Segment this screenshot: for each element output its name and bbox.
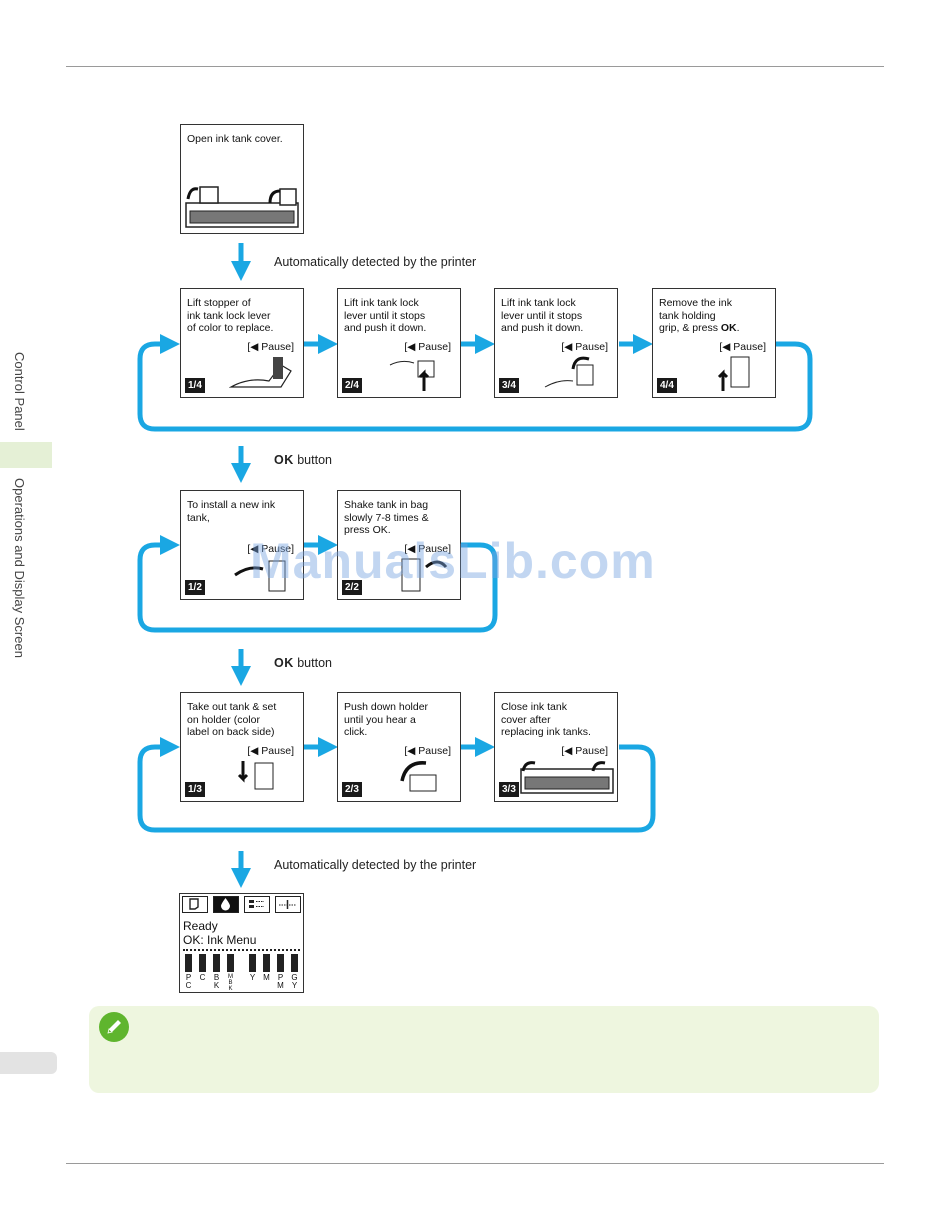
row3-loop <box>137 737 656 833</box>
ready-display-screen: Ready OK: Ink Menu P C C B K M B K Y M P… <box>179 893 304 993</box>
top-rule <box>66 66 884 67</box>
step-badge: 2/2 <box>342 580 362 595</box>
step-badge: 4/4 <box>657 378 677 393</box>
screen-close-cover-3-of-3: Close ink tank cover after replacing ink… <box>494 692 618 802</box>
screen-text: To install a new ink tank, <box>187 499 276 524</box>
ink-gy: G Y <box>290 954 299 990</box>
screen-step-2-of-4: Lift ink tank lock lever until it stops … <box>337 288 461 398</box>
pause-label: [◀ Pause] <box>561 341 608 353</box>
printer-open-cover-illustration <box>185 186 299 228</box>
screen-step-3-of-4: Lift ink tank lock lever until it stops … <box>494 288 618 398</box>
screen-text: Lift stopper of ink tank lock lever of c… <box>187 297 274 334</box>
pause-label: [◀ Pause] <box>247 341 294 353</box>
screen-text: Lift ink tank lock lever until it stops … <box>501 297 584 334</box>
settings-icon <box>275 896 301 913</box>
ok-key: OK <box>274 656 294 670</box>
ink-level-row: P C C B K M B K Y M P M G Y <box>184 954 300 992</box>
step-badge: 2/3 <box>342 782 362 797</box>
printer-close-cover-illustration <box>520 761 614 794</box>
ink-bk: B K <box>212 954 221 990</box>
step-badge: 1/3 <box>185 782 205 797</box>
ink-label: B K <box>213 973 220 990</box>
button-word: button <box>297 453 332 467</box>
ink-drop-icon <box>213 896 239 913</box>
pause-label: [◀ Pause] <box>561 745 608 757</box>
ok-key: OK <box>274 453 294 467</box>
step-badge: 2/4 <box>342 378 362 393</box>
screen-text: Remove the ink tank holding grip, & pres… <box>659 297 740 334</box>
lever-lift-illustration <box>389 360 435 391</box>
row2-loop <box>137 535 498 633</box>
display-divider <box>183 949 300 951</box>
step-badge: 1/2 <box>185 580 205 595</box>
screen-shake-2-of-2: Shake tank in bag slowly 7-8 times & pre… <box>337 490 461 600</box>
screen-text: Take out tank & set on holder (color lab… <box>187 701 277 738</box>
ink-label: C <box>199 973 206 982</box>
watermark: ManualsLib.com <box>250 533 656 589</box>
screen-open-cover: Open ink tank cover. <box>180 124 304 234</box>
screen-install-1-of-2: To install a new ink tank, [◀ Pause] 1/2 <box>180 490 304 600</box>
step-badge: 3/3 <box>499 782 519 797</box>
display-tab-row <box>182 896 301 914</box>
ink-m: M <box>262 954 271 982</box>
hand-lever-illustration <box>229 357 292 388</box>
paper-icon <box>182 896 208 913</box>
auto-detected-label-1: Automatically detected by the printer <box>274 255 477 269</box>
display-status: Ready OK: Ink Menu <box>183 919 256 947</box>
screen-step-4-of-4: Remove the ink tank holding grip, & pres… <box>652 288 776 398</box>
ok-emphasis: OK <box>720 322 737 334</box>
screen-text: Lift ink tank lock lever until it stops … <box>344 297 427 334</box>
grip-remove-illustration <box>717 356 750 391</box>
screen-push-holder-2-of-3: Push down holder until you hear a click.… <box>337 692 461 802</box>
ink-label: P M <box>277 973 284 990</box>
menu-list-icon <box>244 896 270 913</box>
screen-step-1-of-4: Lift stopper of ink tank lock lever of c… <box>180 288 304 398</box>
pause-label: [◀ Pause] <box>404 341 451 353</box>
pause-label: [◀ Pause] <box>719 341 766 353</box>
ok-button-label-2: OK button <box>274 656 332 670</box>
new-tank-illustration <box>234 560 286 592</box>
ok-button-label-1: OK button <box>274 453 332 467</box>
page-number-tab <box>0 1052 57 1074</box>
row1-loop <box>137 334 813 432</box>
lever-push-illustration <box>544 356 594 388</box>
ink-label: M <box>263 973 270 982</box>
sidebar-active-tab <box>0 442 52 468</box>
pause-label: [◀ Pause] <box>247 543 294 555</box>
pencil-note-icon <box>99 1012 129 1042</box>
set-tank-illustration <box>237 761 274 790</box>
button-word: button <box>297 656 332 670</box>
status-ok-ink-menu: OK: Ink Menu <box>183 933 257 947</box>
step-badge: 1/4 <box>185 378 205 393</box>
auto-detected-label-2: Automatically detected by the printer <box>274 858 477 872</box>
ink-label: P C <box>185 973 192 990</box>
ink-y: Y <box>248 954 257 982</box>
pause-label: [◀ Pause] <box>247 745 294 757</box>
ink-c: C <box>198 954 207 982</box>
screen-set-tank-1-of-3: Take out tank & set on holder (color lab… <box>180 692 304 802</box>
push-holder-illustration <box>400 761 437 792</box>
pause-label: [◀ Pause] <box>404 543 451 555</box>
status-ready: Ready <box>183 919 218 933</box>
screen-text: Open ink tank cover. <box>187 133 283 145</box>
shake-tank-illustration <box>401 558 448 592</box>
screen-text: Close ink tank cover after replacing ink… <box>501 701 591 738</box>
ink-pc: P C <box>184 954 193 990</box>
pause-label: [◀ Pause] <box>404 745 451 757</box>
ink-pm: P M <box>276 954 285 990</box>
ink-mbk: M B K <box>226 954 235 992</box>
ink-label: Y <box>249 973 256 982</box>
step-badge: 3/4 <box>499 378 519 393</box>
note-box <box>89 1006 879 1093</box>
bottom-rule <box>66 1163 884 1164</box>
screen-text: Shake tank in bag slowly 7-8 times & pre… <box>344 499 429 536</box>
ink-label: M B K <box>228 974 233 992</box>
screen-text: Push down holder until you hear a click. <box>344 701 429 738</box>
ink-label: G Y <box>291 973 298 990</box>
